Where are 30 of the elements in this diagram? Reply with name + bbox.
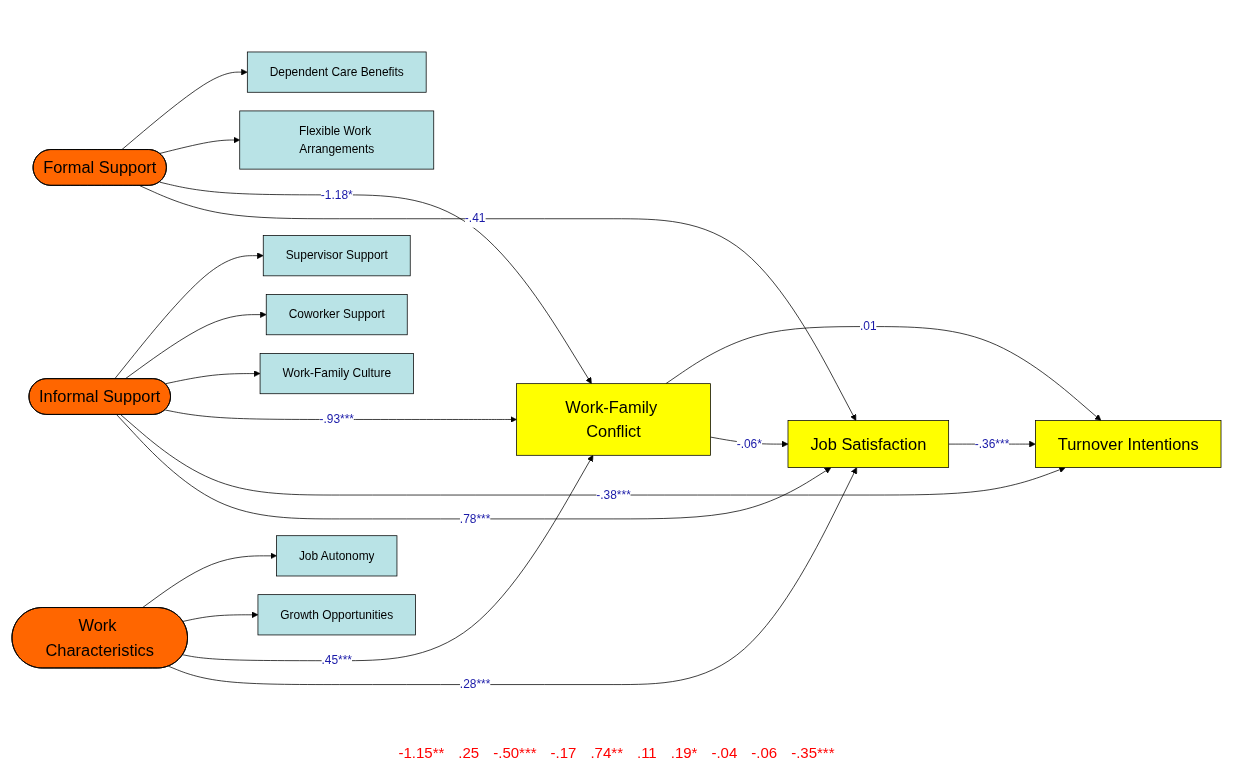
edge-label: -.36***	[974, 437, 1010, 451]
node-box: Supervisor Support	[262, 235, 411, 277]
coefficient-label: -.04	[711, 744, 738, 761]
edge-label: .78***	[459, 512, 491, 526]
coefficient-label: .11	[636, 744, 657, 761]
node-box: Turnover Intentions	[1035, 420, 1222, 469]
edge-label: .01	[860, 320, 877, 333]
node-box: Work-Family Conflict	[516, 383, 711, 456]
edge-label: .45***	[321, 654, 353, 667]
edge-label: -.38***	[596, 488, 631, 502]
coefficient-label: -.35***	[791, 744, 835, 761]
coefficient-label: -1.15**	[398, 744, 445, 761]
edge-label: -1.18*	[320, 188, 353, 202]
node-box: Dependent Care Benefits	[246, 51, 427, 93]
coefficient-label: -.17	[550, 744, 577, 761]
node-box: Job Autonomy	[276, 535, 398, 577]
node-box: Flexible Work Arrangements	[239, 110, 435, 170]
node-box: Job Satisfaction	[787, 420, 950, 469]
coefficient-label: -.06	[751, 744, 778, 761]
coefficient-label: .19*	[670, 744, 698, 761]
coefficient-label: .74**	[590, 744, 623, 761]
edge-label: -.93***	[319, 413, 354, 426]
node-box: Coworker Support	[265, 294, 408, 336]
node-box: Growth Opportunities	[257, 594, 416, 636]
coefficient-label: .25	[458, 744, 480, 761]
edge-label: .28***	[459, 678, 491, 691]
node-box: Work-Family Culture	[259, 353, 414, 395]
coefficient-label: -.50***	[493, 744, 537, 761]
edge-label: -.06*	[736, 437, 762, 451]
edge-label: -.41	[464, 212, 486, 225]
